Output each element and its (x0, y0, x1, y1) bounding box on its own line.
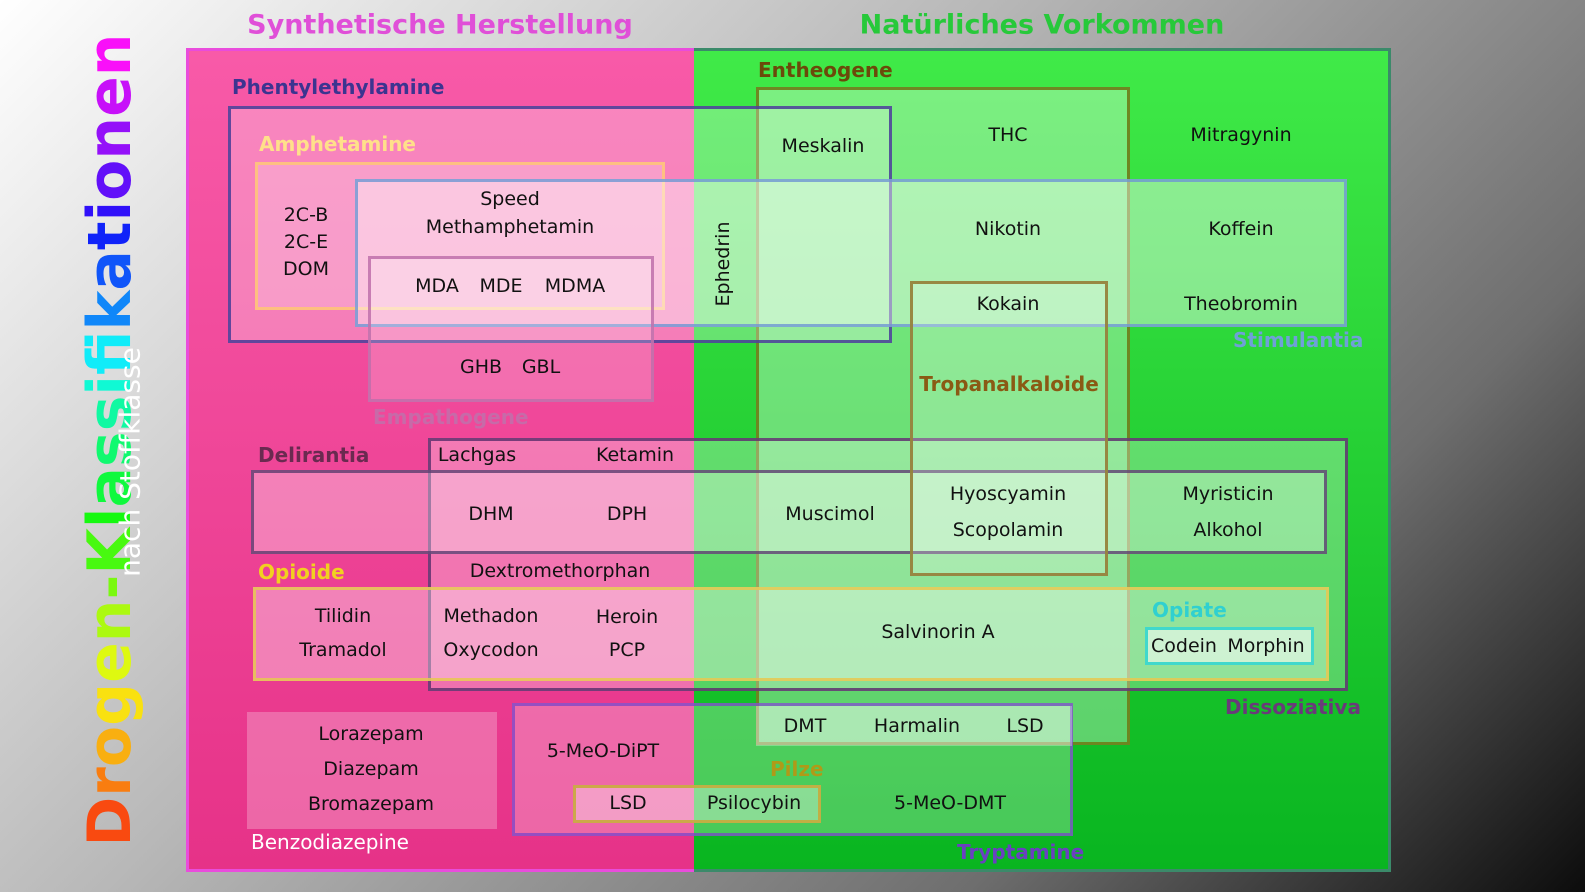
label-entheogene: Entheogene (758, 58, 893, 82)
side-title-letter: r (75, 767, 145, 797)
label-pilze: Pilze (770, 757, 824, 781)
substance-myristicin: Myristicin (1182, 483, 1274, 505)
substance-bromazepam: Bromazepam (307, 793, 435, 815)
side-title-letter: e (75, 642, 145, 683)
substance-salvinorin: Salvinorin A (881, 621, 995, 643)
substance-hyoscyamin: Hyoscyamin (949, 483, 1067, 505)
region-dmt-row (756, 706, 1072, 746)
substance-dhm: DHM (468, 503, 514, 525)
substance-theobromin: Theobromin (1184, 293, 1298, 315)
label-stimulantia: Stimulantia (1233, 328, 1364, 352)
label-amphetamine: Amphetamine (259, 132, 416, 156)
substance-lsd: LSD (1006, 715, 1044, 737)
substance-methamphetamin: Methamphetamin (425, 216, 595, 238)
substance-mitragynin: Mitragynin (1190, 124, 1292, 146)
substance-gbl: GBL (521, 356, 561, 378)
substance-oxycodon: Oxycodon (443, 639, 539, 661)
side-title-letter: n (75, 33, 145, 77)
substance-lorazepam: Lorazepam (318, 723, 424, 745)
substance-dextromethorphan: Dextromethorphan (469, 560, 651, 582)
region-entheogene (756, 87, 1130, 745)
substance-5-meo-dmt: 5-MeO-DMT (894, 792, 1006, 814)
substance-harmalin: Harmalin (873, 715, 961, 737)
side-title-letter: n (75, 116, 145, 160)
natural-area (694, 48, 1391, 872)
label-delirantia: Delirantia (258, 443, 370, 467)
region-opiate (1145, 627, 1314, 665)
label-dissoziativa: Dissoziativa (1225, 695, 1361, 719)
substance-diazepam: Diazepam (323, 758, 419, 780)
label-benzodiazepine: Benzodiazepine (251, 830, 409, 854)
substance-meskalin: Meskalin (781, 135, 865, 157)
substance-thc: THC (988, 124, 1028, 146)
label-opioide: Opioide (258, 560, 345, 584)
substance-scopolamin: Scopolamin (952, 519, 1064, 541)
side-title-letter: g (75, 682, 145, 726)
substance-mde: MDE (479, 275, 523, 297)
side-title-letter: - (75, 574, 145, 600)
substance-lsd-pilze: LSD (609, 792, 647, 814)
substance-mda: MDA (415, 275, 459, 297)
side-title-letter: n (75, 599, 145, 643)
synthetic-area (186, 48, 694, 872)
side-title-letter: o (75, 159, 145, 201)
substance-koffein: Koffein (1208, 218, 1274, 240)
side-subtitle: nach Stoffklasse (113, 347, 147, 577)
substance-tilidin: Tilidin (314, 605, 372, 627)
substance-dph: DPH (606, 503, 648, 525)
region-amphetamine (255, 162, 665, 310)
side-title-letter: e (75, 76, 145, 117)
region-pilze (573, 785, 821, 823)
substance-lachgas: Lachgas (437, 444, 517, 466)
label-opiate: Opiate (1152, 598, 1227, 622)
substance-pcp: PCP (608, 639, 646, 661)
region-tropanalkaloide (910, 281, 1108, 576)
region-stimulantia (355, 179, 1347, 327)
side-title-letter: k (75, 290, 145, 331)
substance-nikotin: Nikotin (974, 218, 1042, 240)
label-tryptamine: Tryptamine (957, 840, 1085, 864)
substance-mdma: MDMA (544, 275, 606, 297)
substance-kokain: Kokain (976, 293, 1040, 315)
label-empathogene: Empathogene (373, 405, 529, 429)
substance-codein: Codein (1151, 635, 1217, 657)
substance-speed: Speed (480, 188, 540, 210)
label-tropanalkaloide: Tropanalkaloide (919, 372, 1099, 396)
side-title-letter: t (75, 221, 145, 251)
substance-morphin: Morphin (1227, 635, 1305, 657)
side-title-letter: D (75, 796, 145, 847)
substance-dmt: DMT (783, 715, 827, 737)
label-phentylethylamine: Phentylethylamine (232, 75, 445, 99)
region-tryptamine (512, 703, 1073, 836)
substance-heroin: Heroin (595, 606, 659, 628)
side-title-letter: a (75, 250, 145, 291)
substance-2cb: 2C-B (283, 204, 329, 226)
substance-ephedrin: Ephedrin (712, 221, 734, 307)
side-title-letter: i (75, 200, 145, 222)
region-benzodiazepine (247, 712, 497, 829)
substance-tramadol: Tramadol (299, 639, 387, 661)
substance-muscimol: Muscimol (785, 503, 875, 525)
substance-ketamin: Ketamin (595, 444, 675, 466)
region-delirantia (251, 470, 1327, 554)
substance-dom: DOM (283, 258, 329, 280)
substance-ghb: GHB (459, 356, 503, 378)
substance-alkohol: Alkohol (1193, 519, 1263, 541)
substance-5-meo-dipt: 5-MeO-DiPT (546, 740, 660, 762)
region-empathogene (368, 256, 654, 402)
header-synthetic: Synthetische Herstellung (247, 9, 633, 41)
header-natural: Natürliches Vorkommen (859, 9, 1225, 41)
substance-2ce: 2C-E (283, 231, 329, 253)
substance-methadon: Methadon (443, 605, 539, 627)
substance-psilocybin: Psilocybin (706, 792, 802, 814)
region-phentylethylamine (228, 106, 892, 343)
side-title-letter: o (75, 725, 145, 768)
